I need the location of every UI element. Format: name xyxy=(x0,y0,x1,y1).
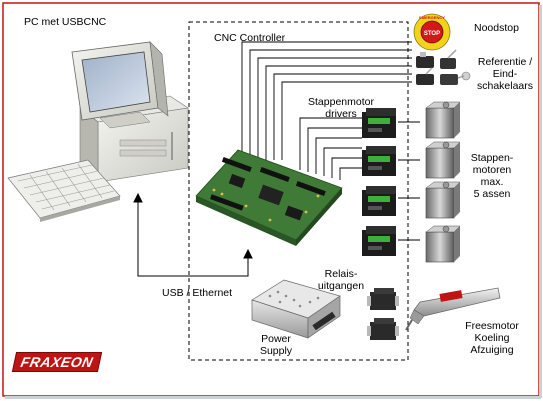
usb-label: USB / Ethernet xyxy=(162,287,232,299)
stop-ring-text: EMERGENCY xyxy=(419,15,445,20)
controller-board-icon xyxy=(196,150,342,246)
noodstop-label: Noodstop xyxy=(474,22,519,34)
pc-label: PC met USBCNC xyxy=(24,16,106,28)
limit-switch-icon xyxy=(416,50,470,85)
stepper-motor-icon xyxy=(426,102,460,262)
freesmotor-label: Freesmotor Koeling Afzuiging xyxy=(462,320,522,356)
stepper-driver-icon xyxy=(362,108,396,256)
fraxeon-logo: FRAXEON xyxy=(12,352,102,372)
referentie-label: Referentie / Eind- schakelaars xyxy=(474,56,536,92)
controller-label: CNC Controller xyxy=(214,32,285,44)
stop-sign-text: STOP xyxy=(424,31,440,37)
drivers-label: Stappenmotor drivers xyxy=(302,96,380,120)
relais-label: Relais- uitgangen xyxy=(316,268,366,292)
motoren-label: Stappen- motoren max. 5 assen xyxy=(462,152,522,200)
emergency-stop-icon: STOP EMERGENCY xyxy=(414,14,450,50)
power-supply-label: Power Supply xyxy=(254,333,298,357)
relay-icon xyxy=(367,288,399,340)
